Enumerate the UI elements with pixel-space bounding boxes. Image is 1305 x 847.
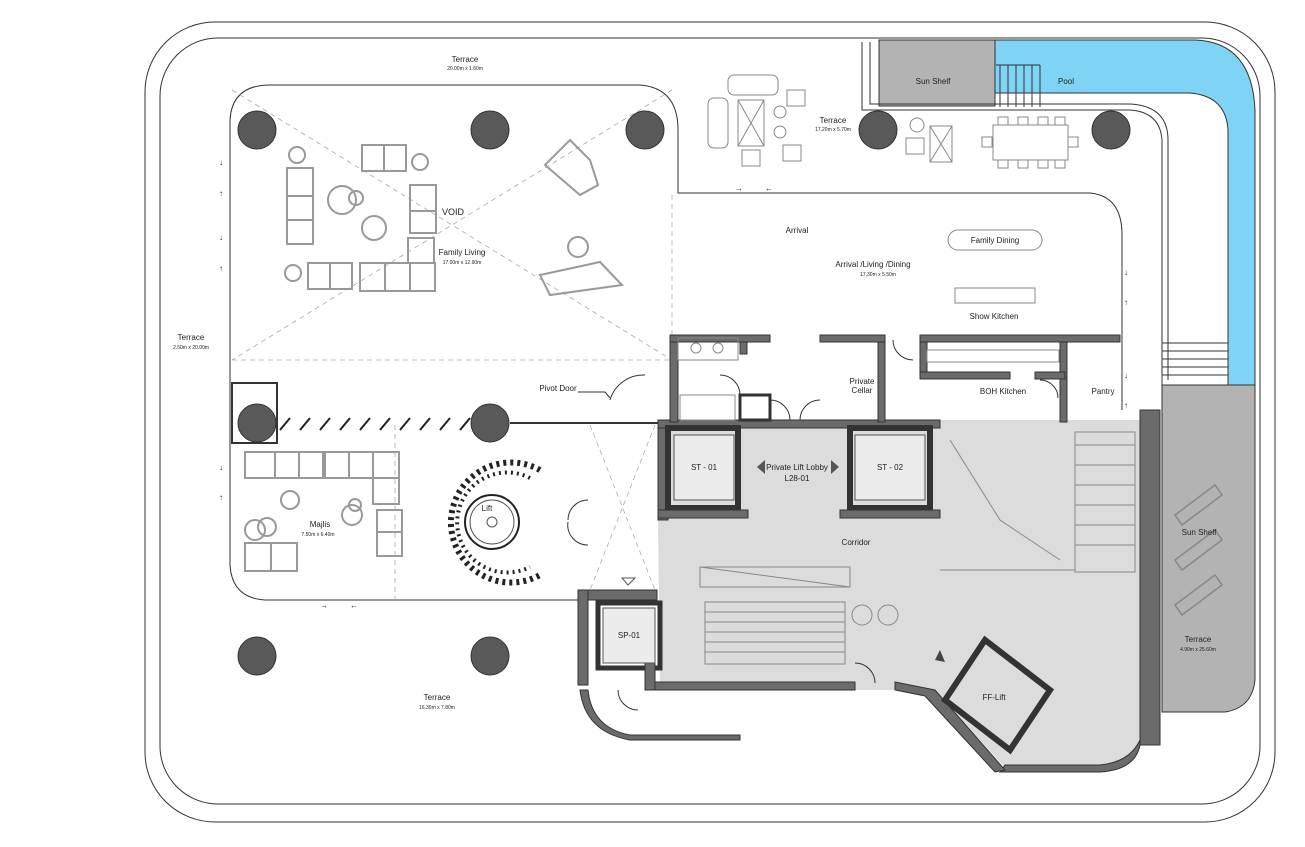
terrace-top-label: Terrace [452,55,479,64]
family-living-dim: 17.00m x 12.90m [443,260,482,266]
column [237,636,277,676]
lift-label: Lift [482,504,493,513]
svg-text:←: ← [765,184,773,193]
terrace-mid-dim: 17.20m x 5.70m [815,127,851,133]
terrace-right-label: Terrace [1185,635,1212,644]
sun-shelf-right [1161,384,1256,713]
terrace-left-dim: 2.50m x 20.00m [173,345,209,351]
pool-label: Pool [1058,77,1074,86]
column [625,110,665,150]
ff-lift-label: FF-Lift [982,693,1006,702]
column [470,110,510,150]
column [470,403,510,443]
svg-text:↓: ↓ [1124,371,1128,380]
svg-text:↓: ↓ [219,463,223,472]
svg-text:↓: ↓ [1124,268,1128,277]
terrace-top-dim: 20.00m x 1.60m [447,66,483,72]
pool-steps [996,64,1228,376]
sp01-label: SP-01 [618,631,641,640]
svg-text:←: ← [350,601,358,610]
direction-arrows: ↓ ↑ ↓ ↑ ↓ ↑ ↓ ↑ ↓ ↑ → ← → ← [219,158,1128,610]
spiral-stair [448,459,542,586]
terrace-left-label: Terrace [178,333,205,342]
boh-kitchen-label: BOH Kitchen [980,387,1026,396]
glazing-hatch [279,417,471,431]
sun-loungers [1173,483,1224,617]
private-lift-lobby-label-2: L28-01 [785,474,810,483]
show-kitchen-label: Show Kitchen [970,312,1019,321]
column [470,636,510,676]
majlis-dim: 7.50m x 6.40m [301,532,334,538]
private-lift-lobby-label-1: Private Lift Lobby [766,463,828,472]
corridor-label: Corridor [842,538,871,547]
terrace-bottom-label: Terrace [424,693,451,702]
family-living-label: Family Living [439,248,486,257]
svg-text:→: → [735,184,743,193]
furniture-terrace-dining [677,74,1079,421]
ff-lift-box [940,635,1055,755]
lobby-arrow-left [757,460,765,474]
arrival-label: Arrival [786,226,809,235]
column [1091,110,1131,150]
svg-text:↑: ↑ [1124,298,1128,307]
terrace-bottom-dim: 16.30m x 7.80m [419,705,455,711]
terrace-right-dim: 4.90m x 25.60m [1180,647,1216,653]
column [858,110,898,150]
st02-label: ST - 02 [877,463,904,472]
columns [237,110,1131,676]
private-cellar-label-2: Cellar [852,386,873,395]
st01-label: ST - 01 [691,463,718,472]
furniture-family-living [284,138,625,297]
sun-shelf-top [878,39,996,107]
sp01-box [602,607,656,664]
arrival-living-dining-dim: 17.30m x 5.50m [860,272,896,278]
outer-boundary [144,21,1276,823]
pool [994,39,1256,386]
walls [577,334,1161,773]
sun-shelf-right-label: Sun Shelf [1182,528,1217,537]
majlis-label: Majlis [310,520,330,529]
svg-text:↑: ↑ [219,264,223,273]
lobby-arrow-right [831,460,839,474]
furniture-majlis [244,451,403,572]
svg-text:→: → [320,601,328,610]
pantry-label: Pantry [1091,387,1114,396]
st02-box [854,434,926,501]
family-dining-label: Family Dining [971,236,1019,245]
column [237,110,277,150]
inner-boundary [159,37,1261,805]
svg-text:↑: ↑ [219,189,223,198]
void-label: VOID [442,207,465,217]
svg-text:↓: ↓ [219,158,223,167]
core-linework [699,431,1136,665]
doors [567,339,1059,711]
st01-box [673,434,735,501]
svg-text:↑: ↑ [1124,401,1128,410]
void-diagonals [231,89,673,600]
pivot-door-label: Pivot Door [539,384,577,393]
svg-text:↓: ↓ [219,233,223,242]
arrival-living-dining-label: Arrival /Living /Dining [835,260,910,269]
sun-shelf-top-label: Sun Shelf [916,77,951,86]
terrace-edge-lines [861,42,1163,410]
svg-text:↑: ↑ [219,493,223,502]
building-envelope [229,84,1123,410]
terrace-mid-label: Terrace [820,116,847,125]
private-cellar-label-1: Private [850,377,875,386]
column [237,403,277,443]
